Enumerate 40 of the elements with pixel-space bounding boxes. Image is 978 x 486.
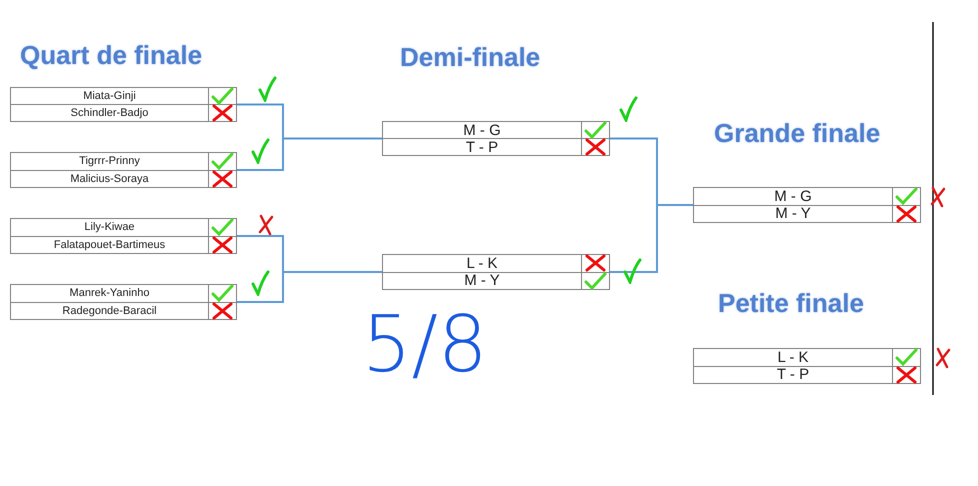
match-box: [10, 152, 237, 188]
team-row: [11, 236, 236, 253]
bracket-line: [610, 204, 693, 273]
team-row: [694, 204, 920, 222]
team-row: [694, 366, 920, 383]
team-name: M - G: [773, 188, 813, 205]
round-heading: Quart de finale: [20, 40, 202, 71]
match-box: [382, 121, 610, 156]
team-name: M - Y: [774, 205, 812, 222]
team-name: Lily-Kiwae: [83, 221, 136, 234]
team-name: Radegonde-Baracil: [61, 304, 158, 317]
team-name: Tigrrr-Prinny: [78, 155, 141, 168]
bracket-line: [237, 138, 382, 171]
team-row: [11, 104, 236, 121]
match-box: [382, 254, 610, 290]
bracket-line: [237, 271, 382, 303]
match-box: [693, 187, 921, 223]
team-name: L - K: [465, 254, 499, 272]
team-name: L - K: [776, 348, 810, 366]
handwritten-score: 5/8: [362, 300, 488, 390]
match-box: [693, 348, 921, 384]
round-heading: Grande finale: [714, 118, 880, 149]
round-heading: Demi-finale: [400, 42, 540, 73]
team-row: [11, 302, 236, 319]
match-box: [10, 284, 237, 320]
team-name: Falatapouet-Bartimeus: [52, 238, 166, 251]
team-name: M - Y: [463, 272, 501, 290]
team-name: T - P: [464, 138, 500, 156]
team-row: [383, 138, 609, 155]
team-name: M - G: [462, 122, 502, 138]
team-row: [383, 272, 609, 289]
team-name: Malicius-Soraya: [69, 172, 150, 185]
team-row: [11, 170, 236, 187]
round-heading: Petite finale: [718, 288, 864, 319]
team-name: T - P: [776, 366, 810, 384]
match-box: [10, 218, 237, 254]
match-box: [10, 87, 237, 122]
team-name: Miata-Ginji: [82, 90, 137, 102]
team-name: Manrek-Yaninho: [68, 287, 150, 300]
team-name: Schindler-Badjo: [70, 107, 150, 119]
